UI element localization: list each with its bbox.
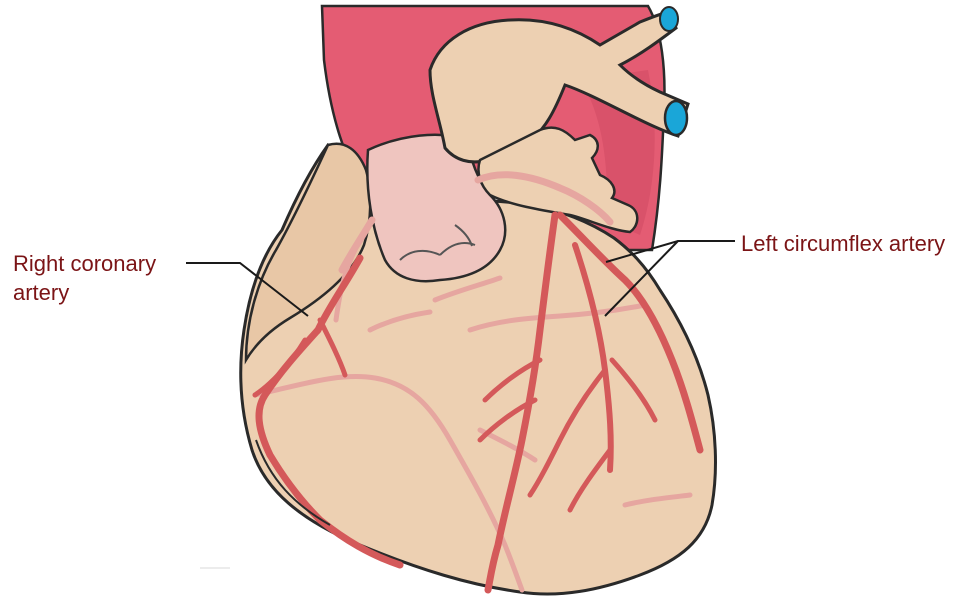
label-right-coronary-artery: Right coronary artery [13, 249, 156, 307]
brachiocephalic-vessel-lumen [660, 7, 678, 31]
label-right-coronary-line2: artery [13, 278, 156, 307]
label-left-circumflex-artery: Left circumflex artery [741, 229, 945, 258]
label-right-coronary-line1: Right coronary [13, 249, 156, 278]
left-pulmonary-vessel-lumen [665, 101, 687, 135]
